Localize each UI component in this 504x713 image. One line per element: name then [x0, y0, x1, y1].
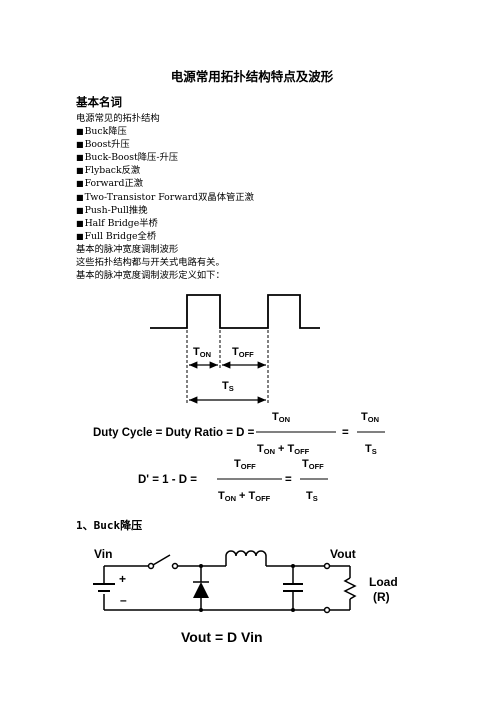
dprime-den: TON + TOFF: [218, 490, 271, 503]
load-r-label: (R): [373, 590, 390, 604]
diode-symbol: [193, 582, 209, 598]
t-off-label: TOFF: [232, 346, 254, 359]
plus-sign: +: [119, 572, 126, 586]
load-label: Load: [369, 575, 398, 589]
pwm-waveform: [150, 294, 320, 329]
duty-equals: =: [342, 427, 349, 439]
topology-item: Full Bridge全桥: [76, 230, 254, 243]
dprime-num-2: TOFF: [302, 458, 324, 471]
topology-item: Boost升压: [76, 138, 254, 151]
topology-item: Forward正激: [76, 177, 254, 190]
minus-sign: –: [120, 593, 127, 607]
topology-item: Two-Transistor Forward双晶体管正激: [76, 191, 254, 204]
t-on-label: TON: [193, 346, 211, 359]
duty-formula-lhs: Duty Cycle = Duty Ratio = D =: [93, 427, 255, 439]
intro-line: 电源常见的拓扑结构: [76, 113, 160, 124]
t-s-label: TS: [222, 380, 234, 393]
section-heading: 基本名词: [76, 95, 122, 109]
duty-num: TON: [272, 411, 290, 424]
topology-item: Flyback反激: [76, 164, 254, 177]
pwm-line: 基本的脉冲宽度调制波形: [76, 243, 179, 255]
topology-item: Push-Pull推挽: [76, 204, 254, 217]
pwm-line: 基本的脉冲宽度调制波形定义如下：: [76, 270, 225, 282]
vin-label: Vin: [94, 547, 112, 561]
topology-item: Buck-Boost降压-升压: [76, 151, 254, 164]
dprime-formula-lhs: D' = 1 - D =: [138, 474, 197, 486]
duty-num-2: TON: [361, 411, 379, 424]
topology-item: Buck降压: [76, 125, 254, 138]
duty-den: TON + TOFF: [257, 443, 310, 456]
vout-label: Vout: [330, 547, 356, 561]
duty-den-2: TS: [365, 443, 377, 456]
buck-equation: Vout = D Vin: [181, 629, 263, 645]
pwm-line: 这些拓扑结构都与开关式电路有关。: [76, 257, 225, 269]
dprime-equals: =: [285, 474, 292, 486]
dprime-num: TOFF: [234, 458, 256, 471]
topology-list: 电源常见的拓扑结构 Buck降压 Boost升压 Buck-Boost降压-升压…: [76, 112, 254, 282]
topology-item: Half Bridge半桥: [76, 217, 254, 230]
page-title: 电源常用拓扑结构特点及波形: [170, 69, 334, 84]
buck-heading: 1、Buck降压: [76, 519, 143, 532]
dprime-den-2: TS: [306, 490, 318, 503]
